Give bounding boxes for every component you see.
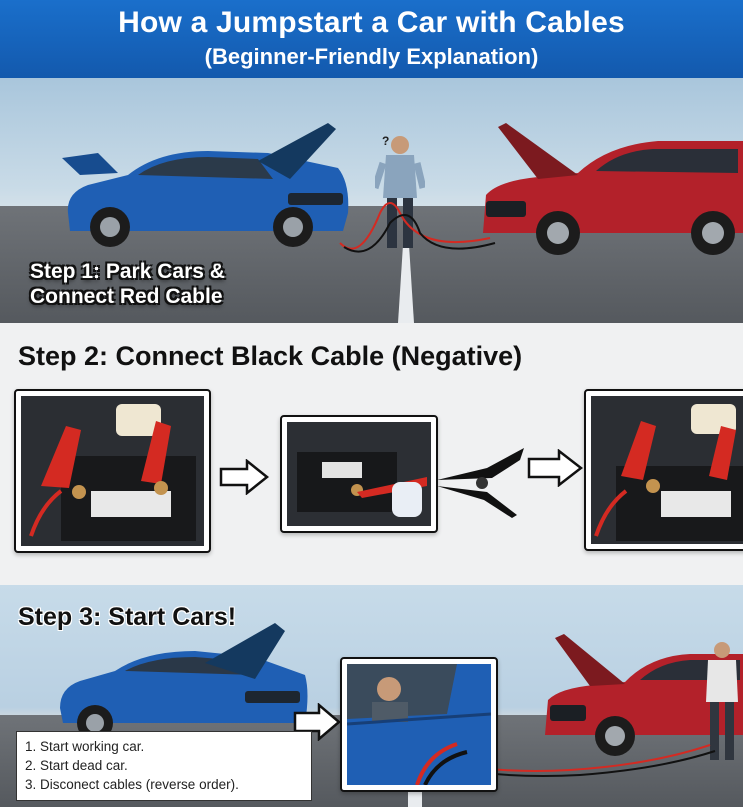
step1-caption: Step 1: Park Cars & Connect Red Cable xyxy=(30,260,225,308)
battery-photo-3 xyxy=(584,389,743,551)
red-car-step3 xyxy=(545,634,743,756)
arrow-right-icon xyxy=(219,459,269,495)
jumper-cables xyxy=(339,202,496,253)
driver-photo xyxy=(340,657,498,792)
person-waving xyxy=(706,642,738,760)
header-banner: How a Jumpstart a Car with Cables (Begin… xyxy=(0,0,743,78)
instruction-item: 3. Disconect cables (reverse order). xyxy=(25,777,239,792)
question-mark: ? xyxy=(382,134,390,148)
battery-terminal-image xyxy=(287,422,431,526)
step3-title: Step 3: Start Cars! xyxy=(18,603,237,631)
instruction-item: 1. Start working car. xyxy=(25,739,145,754)
step2-section: Step 2: Connect Black Cable (Negative) xyxy=(0,323,743,585)
driver-in-car-image xyxy=(347,664,491,785)
blue-car-step3 xyxy=(60,623,308,741)
battery-clamps-image-2 xyxy=(591,396,743,544)
arrow-right-icon-2 xyxy=(527,449,583,487)
page-title: How a Jumpstart a Car with Cables xyxy=(118,6,625,39)
battery-photo-1 xyxy=(14,389,211,553)
instructions-box: 1. Start working car. 2. Start dead car.… xyxy=(16,731,312,801)
red-car xyxy=(483,123,743,255)
black-clamp-icon xyxy=(437,448,524,518)
person-confused xyxy=(375,136,425,248)
battery-photo-2 xyxy=(280,415,438,533)
battery-clamps-image xyxy=(21,396,204,546)
page-subtitle: (Beginner-Friendly Explanation) xyxy=(204,44,539,69)
lane-marking xyxy=(398,248,414,323)
blue-car xyxy=(62,123,349,247)
step2-title: Step 2: Connect Black Cable (Negative) xyxy=(18,341,523,371)
step1-scene: ? Step 1: Park Cars & Connect Red Cable xyxy=(0,78,743,323)
instruction-item: 2. Start dead car. xyxy=(25,758,128,773)
